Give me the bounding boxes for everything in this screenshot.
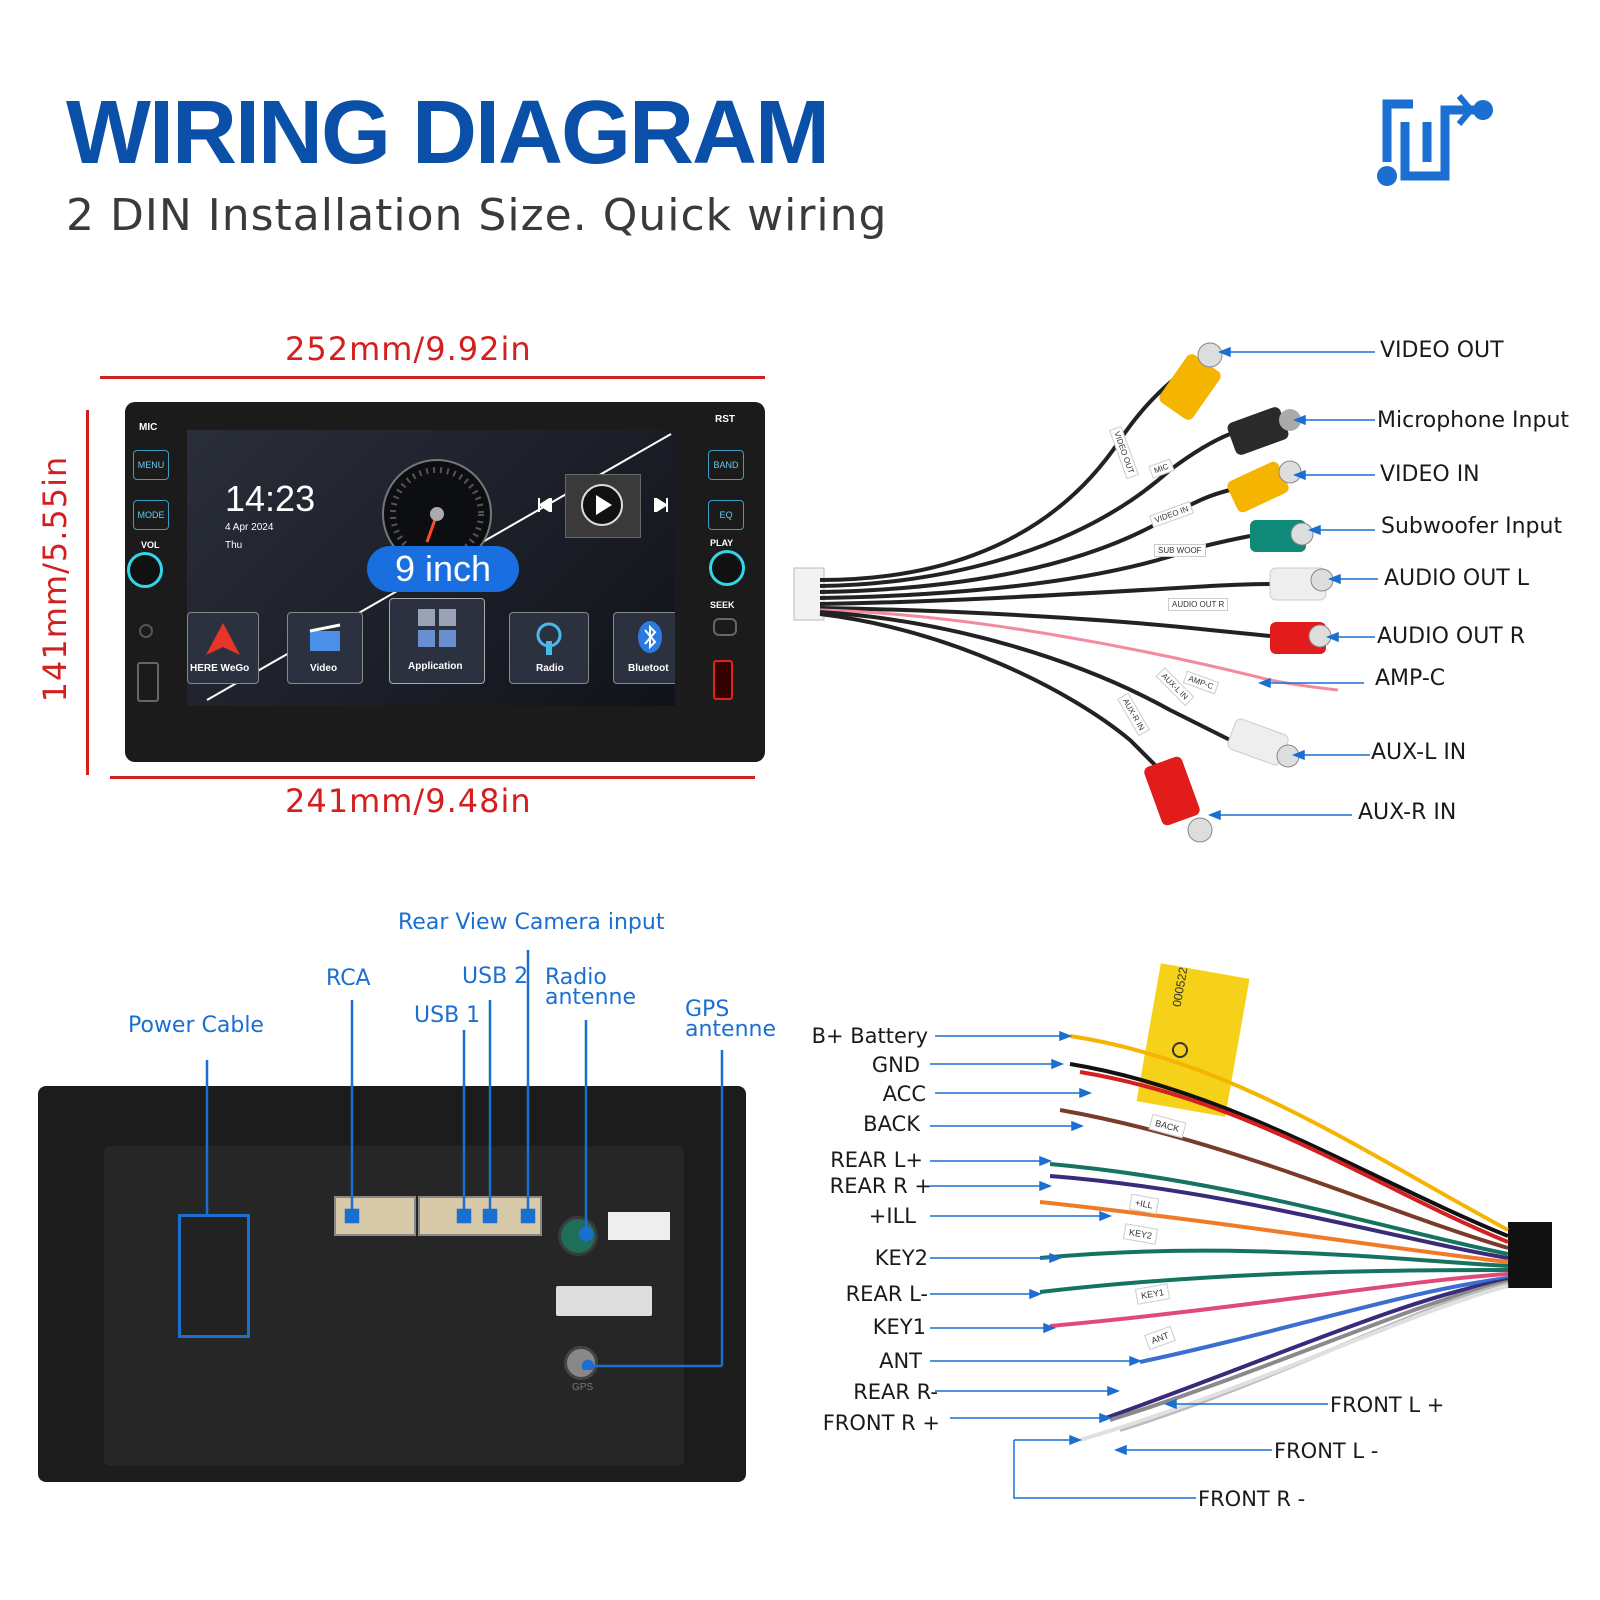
mic-hole-icon [139, 624, 153, 638]
rca-label-amp-c: AMP-C [1375, 666, 1446, 691]
app-label: Radio [536, 663, 564, 674]
spec-sticker [608, 1212, 670, 1240]
app-tile-bluetooth[interactable]: Bluetoot [613, 612, 675, 684]
next-icon[interactable] [653, 498, 671, 512]
wire-label-gnd: GND [871, 1053, 920, 1077]
rca-label-video-in: VIDEO IN [1380, 462, 1480, 487]
label-usb1: USB 1 [414, 1003, 481, 1028]
height-line [86, 410, 89, 775]
wire-label-ant: ANT [879, 1349, 922, 1373]
radio-antenna-port [558, 1216, 598, 1256]
rca-port [334, 1196, 416, 1236]
label-rear-camera: Rear View Camera input [398, 910, 665, 935]
app-label: Bluetoot [628, 663, 669, 674]
radio-icon [536, 622, 562, 655]
page-subtitle: 2 DIN Installation Size. Quick wiring [66, 190, 888, 241]
bluetooth-icon [638, 621, 662, 653]
previous-icon[interactable] [535, 498, 553, 512]
wiring-logo-icon [1377, 94, 1493, 186]
power-cable-port [178, 1214, 250, 1338]
rca-label-audio-out-r: AUDIO OUT R [1377, 624, 1526, 649]
wire-label-rear-r-plus: REAR R + [829, 1174, 932, 1198]
wire-label-ill: +ILL [868, 1204, 916, 1228]
here-wego-icon [206, 623, 240, 655]
head-unit-rear: GPS [38, 1086, 746, 1482]
wire-label-front-l-minus: FRONT L - [1274, 1439, 1379, 1463]
gps-port-marking: GPS [572, 1382, 594, 1393]
wire-label-front-l-plus: FRONT L + [1330, 1393, 1445, 1417]
harness-warning-tag [1136, 963, 1250, 1117]
harness-connector [1508, 1222, 1552, 1288]
app-tile-radio[interactable]: Radio [509, 612, 589, 684]
usb-port-front [137, 662, 159, 702]
button-menu[interactable]: MENU [133, 450, 169, 480]
button-mic[interactable]: MIC [139, 422, 158, 433]
button-band[interactable]: BAND [708, 450, 744, 480]
rca-cable-bundle [793, 342, 1378, 843]
display-screen: 14:23 4 Apr 2024 Thu 9 inch HERE WeGo Vi… [187, 430, 675, 706]
rear-callout-lines [205, 950, 724, 1370]
rca-label-aux-r-in: AUX-R IN [1358, 800, 1457, 825]
size-badge: 9 inch [367, 546, 519, 592]
vol-label: VOL [141, 540, 160, 550]
wire-label-key1: KEY1 [872, 1315, 926, 1339]
wire-label-back: BACK [863, 1112, 920, 1136]
label-power-cable: Power Cable [128, 1013, 264, 1038]
app-tile-application[interactable]: Application [389, 598, 485, 684]
clock-time: 14:23 [225, 478, 316, 519]
label-gps-antenne: GPS antenne [685, 997, 777, 1042]
app-grid-icon [418, 609, 456, 647]
usb-charge-port [713, 660, 733, 700]
rca-label-microphone-input: Microphone Input [1377, 408, 1570, 433]
tune-knob[interactable] [709, 550, 745, 586]
wire-label-b-battery: B+ Battery [811, 1024, 928, 1048]
app-label: Video [310, 663, 338, 674]
app-label: Application [408, 661, 463, 672]
label-rca: RCA [326, 966, 371, 991]
cable-tag: SUB WOOF [1154, 544, 1206, 557]
wire-label-front-r-minus: FRONT R - [1198, 1487, 1306, 1511]
video-icon [309, 623, 341, 651]
gps-antenna-port [564, 1346, 598, 1380]
seek-label: SEEK [710, 600, 735, 610]
rca-label-video-out: VIDEO OUT [1380, 338, 1504, 363]
head-unit-front: MIC MENU MODE VOL RST BAND EQ PLAY SEEK … [125, 402, 765, 762]
wire-label-rear-r-minus: REAR R- [853, 1380, 938, 1404]
app-label: HERE WeGo [190, 663, 250, 674]
page-title: WIRING DIAGRAM [66, 83, 830, 183]
height-dimension: 141mm/5.55in [36, 455, 74, 703]
ce-label [556, 1286, 652, 1316]
wire-label-rear-l-minus: REAR L- [845, 1282, 928, 1306]
wire-label-front-r-plus: FRONT R + [822, 1411, 940, 1435]
play-label: PLAY [710, 538, 734, 548]
button-mode[interactable]: MODE [133, 500, 169, 530]
rca-harness-plug [793, 567, 825, 621]
rca-label-aux-l-in: AUX-L IN [1371, 740, 1467, 765]
app-tile-here-wego[interactable]: HERE WeGo [187, 612, 259, 684]
rca-label-subwoofer-input: Subwoofer Input [1381, 514, 1563, 539]
top-width-dimension: 252mm/9.92in [285, 330, 532, 368]
top-width-line [100, 376, 765, 379]
speedometer-gauge [382, 459, 492, 569]
clock-day: Thu [225, 540, 243, 551]
cable-tag: AUDIO OUT R [1168, 598, 1229, 611]
usbc-port-icon [713, 618, 737, 636]
rca-label-audio-out-l: AUDIO OUT L [1384, 566, 1529, 591]
wire-label-key2: KEY2 [874, 1246, 928, 1270]
wire-label-rear-l-plus: REAR L+ [830, 1148, 923, 1172]
label-radio-antenne: Radio antenne [545, 965, 637, 1010]
volume-knob[interactable] [127, 552, 163, 588]
wiring-harness [930, 963, 1552, 1499]
button-eq[interactable]: EQ [708, 500, 744, 530]
label-usb2: USB 2 [462, 964, 529, 989]
play-icon[interactable] [579, 482, 625, 528]
bottom-width-dimension: 241mm/9.48in [285, 782, 532, 820]
app-tile-video[interactable]: Video [287, 612, 363, 684]
bottom-width-line [110, 776, 755, 779]
clock-date: 4 Apr 2024 [225, 522, 274, 533]
button-rst[interactable]: RST [715, 414, 735, 425]
wire-label-acc: ACC [882, 1082, 926, 1106]
